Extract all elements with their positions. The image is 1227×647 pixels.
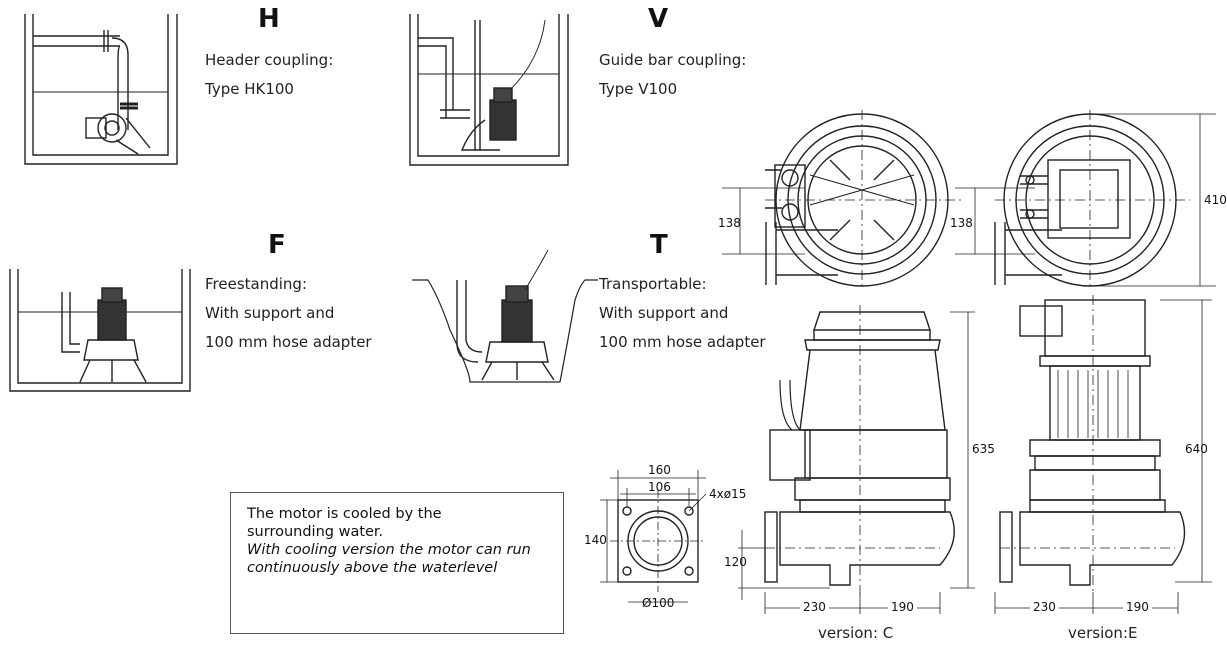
coupling-desc-f-line1: Freestanding:: [205, 275, 307, 293]
dim-bolt-spacing: 106: [648, 480, 671, 494]
dim-right-c: 190: [888, 600, 917, 614]
coupling-letter-f: F: [268, 230, 286, 260]
top-view-e: [955, 110, 1216, 290]
dim-outlet-diameter: Ø100: [642, 596, 675, 610]
version-label-e: version:E: [1068, 624, 1138, 642]
coupling-desc-t: Transportable: With support and 100 mm h…: [599, 270, 766, 357]
outlet-flange-detail: [600, 470, 707, 603]
dim-top-height: 410: [1204, 193, 1227, 207]
dim-left-e: 230: [1030, 600, 1059, 614]
sketch-freestanding: [9, 269, 191, 392]
dim-bolts: 4xø15: [709, 487, 747, 501]
side-view-e: [994, 295, 1212, 614]
sketch-transportable: [412, 249, 598, 383]
coupling-letter-h: H: [258, 4, 280, 34]
coupling-desc-h-line1: Header coupling:: [205, 51, 334, 69]
coupling-desc-v-line1: Guide bar coupling:: [599, 51, 747, 69]
coupling-desc-v: Guide bar coupling: Type V100: [599, 46, 746, 104]
coupling-desc-v-line2: Type V100: [599, 80, 678, 98]
dim-left-c: 230: [800, 600, 829, 614]
dim-height-c: 635: [972, 442, 995, 456]
sketch-header-coupling: [24, 14, 178, 165]
coupling-desc-f-line3: 100 mm hose adapter: [205, 333, 372, 351]
cooling-note-line1: The motor is cooled by the: [247, 506, 442, 522]
coupling-desc-t-line3: 100 mm hose adapter: [599, 333, 766, 351]
coupling-desc-f: Freestanding: With support and 100 mm ho…: [205, 270, 372, 357]
top-view-c: [722, 110, 962, 290]
sketch-guide-bar: [409, 14, 569, 166]
coupling-desc-h: Header coupling: Type HK100: [205, 46, 333, 104]
dim-offset-left: 138: [718, 216, 741, 230]
cooling-note-italic: With cooling version the motor can run c…: [247, 542, 531, 576]
coupling-letter-t: T: [650, 230, 668, 260]
dim-flange-width: 160: [648, 463, 671, 477]
coupling-desc-t-line2: With support and: [599, 304, 729, 322]
cooling-note-line2: surrounding water.: [247, 524, 384, 540]
dim-offset-right: 138: [950, 216, 973, 230]
dim-outlet-height: 120: [724, 555, 747, 569]
coupling-desc-h-line2: Type HK100: [205, 80, 294, 98]
dim-right-e: 190: [1123, 600, 1152, 614]
dim-height-e: 640: [1185, 442, 1208, 456]
coupling-letter-v: V: [648, 4, 669, 34]
dim-flange-height: 140: [584, 533, 607, 547]
version-label-c: version: C: [818, 624, 894, 642]
side-view-c: [738, 305, 975, 614]
coupling-desc-f-line2: With support and: [205, 304, 335, 322]
cooling-note: The motor is cooled by the surrounding w…: [230, 492, 564, 634]
coupling-desc-t-line1: Transportable:: [599, 275, 707, 293]
